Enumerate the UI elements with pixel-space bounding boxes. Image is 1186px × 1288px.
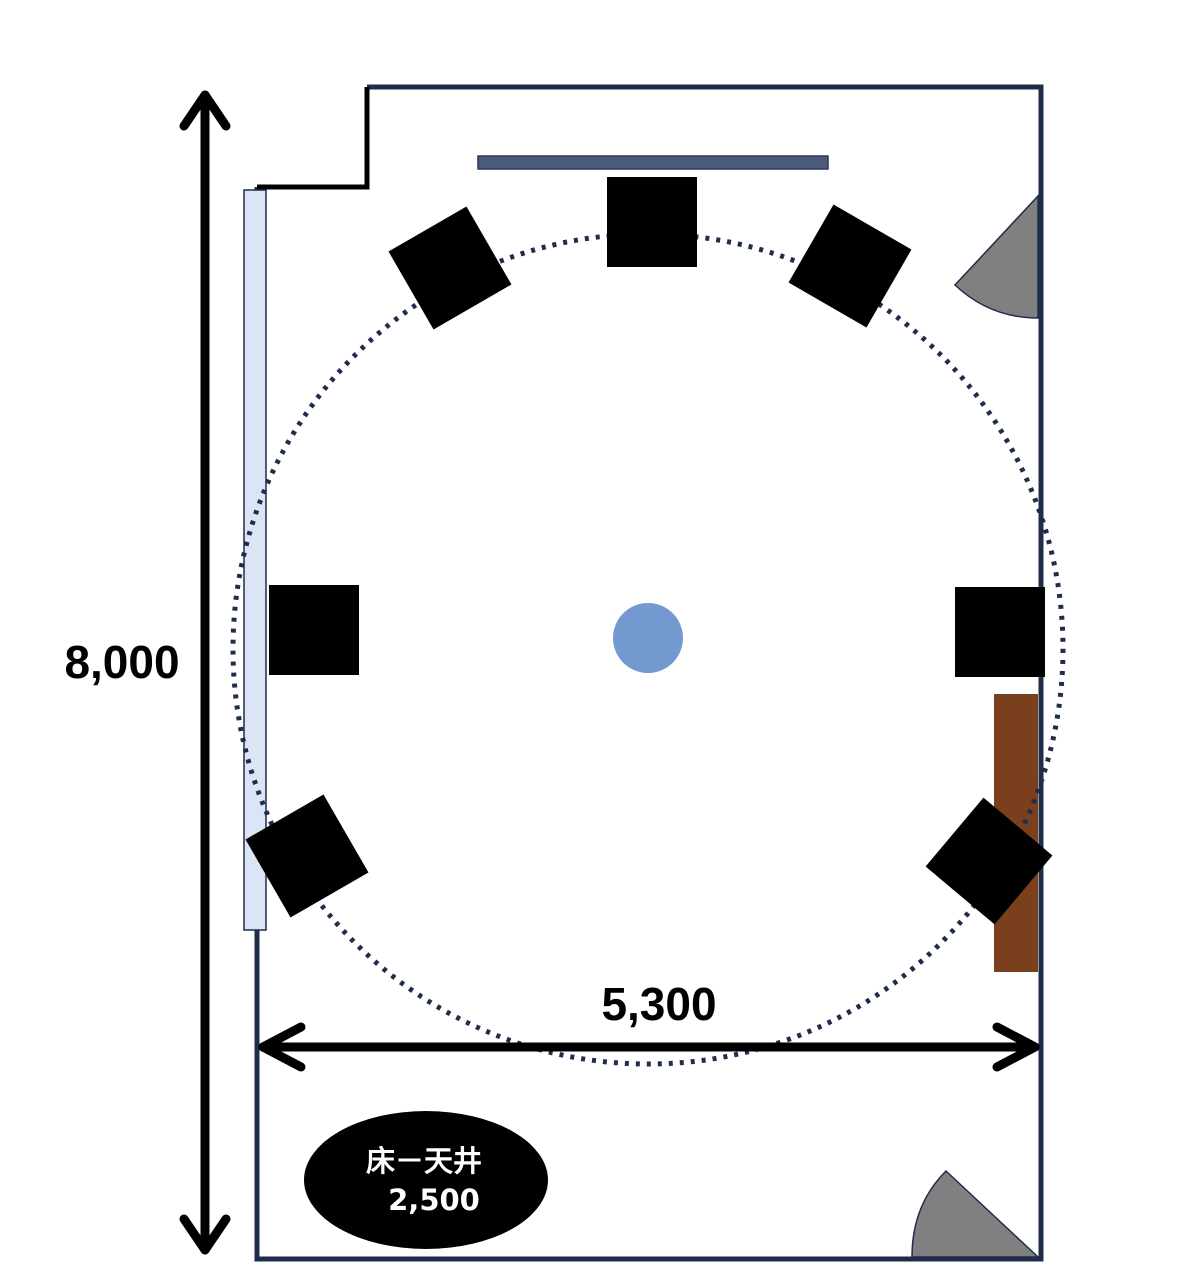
speaker-rear-left	[245, 794, 369, 918]
ceiling-height-label: 床－天井	[366, 1144, 482, 1178]
speaker-rear-right	[925, 797, 1053, 925]
speaker-front-right	[788, 204, 912, 328]
width-dimension-arrow	[258, 1022, 1040, 1072]
speaker-front-left	[388, 206, 512, 330]
room-notch-wall	[257, 87, 370, 190]
listening-position	[613, 603, 683, 673]
speaker-circle	[230, 231, 1066, 1067]
screen	[477, 155, 829, 170]
speaker-side-right	[955, 587, 1045, 677]
speaker-side-left	[269, 585, 359, 675]
ceiling-height-badge	[304, 1111, 548, 1249]
speaker-center	[607, 177, 697, 267]
door-top-right	[953, 194, 1039, 319]
width-dimension-label: 5,300	[601, 978, 716, 1030]
window	[243, 189, 267, 931]
height-dimension-arrow	[179, 90, 231, 1255]
ceiling-height-value: 2,500	[388, 1183, 480, 1217]
door-bottom-right	[911, 1169, 1040, 1258]
height-dimension-label: 8,000	[64, 636, 179, 688]
